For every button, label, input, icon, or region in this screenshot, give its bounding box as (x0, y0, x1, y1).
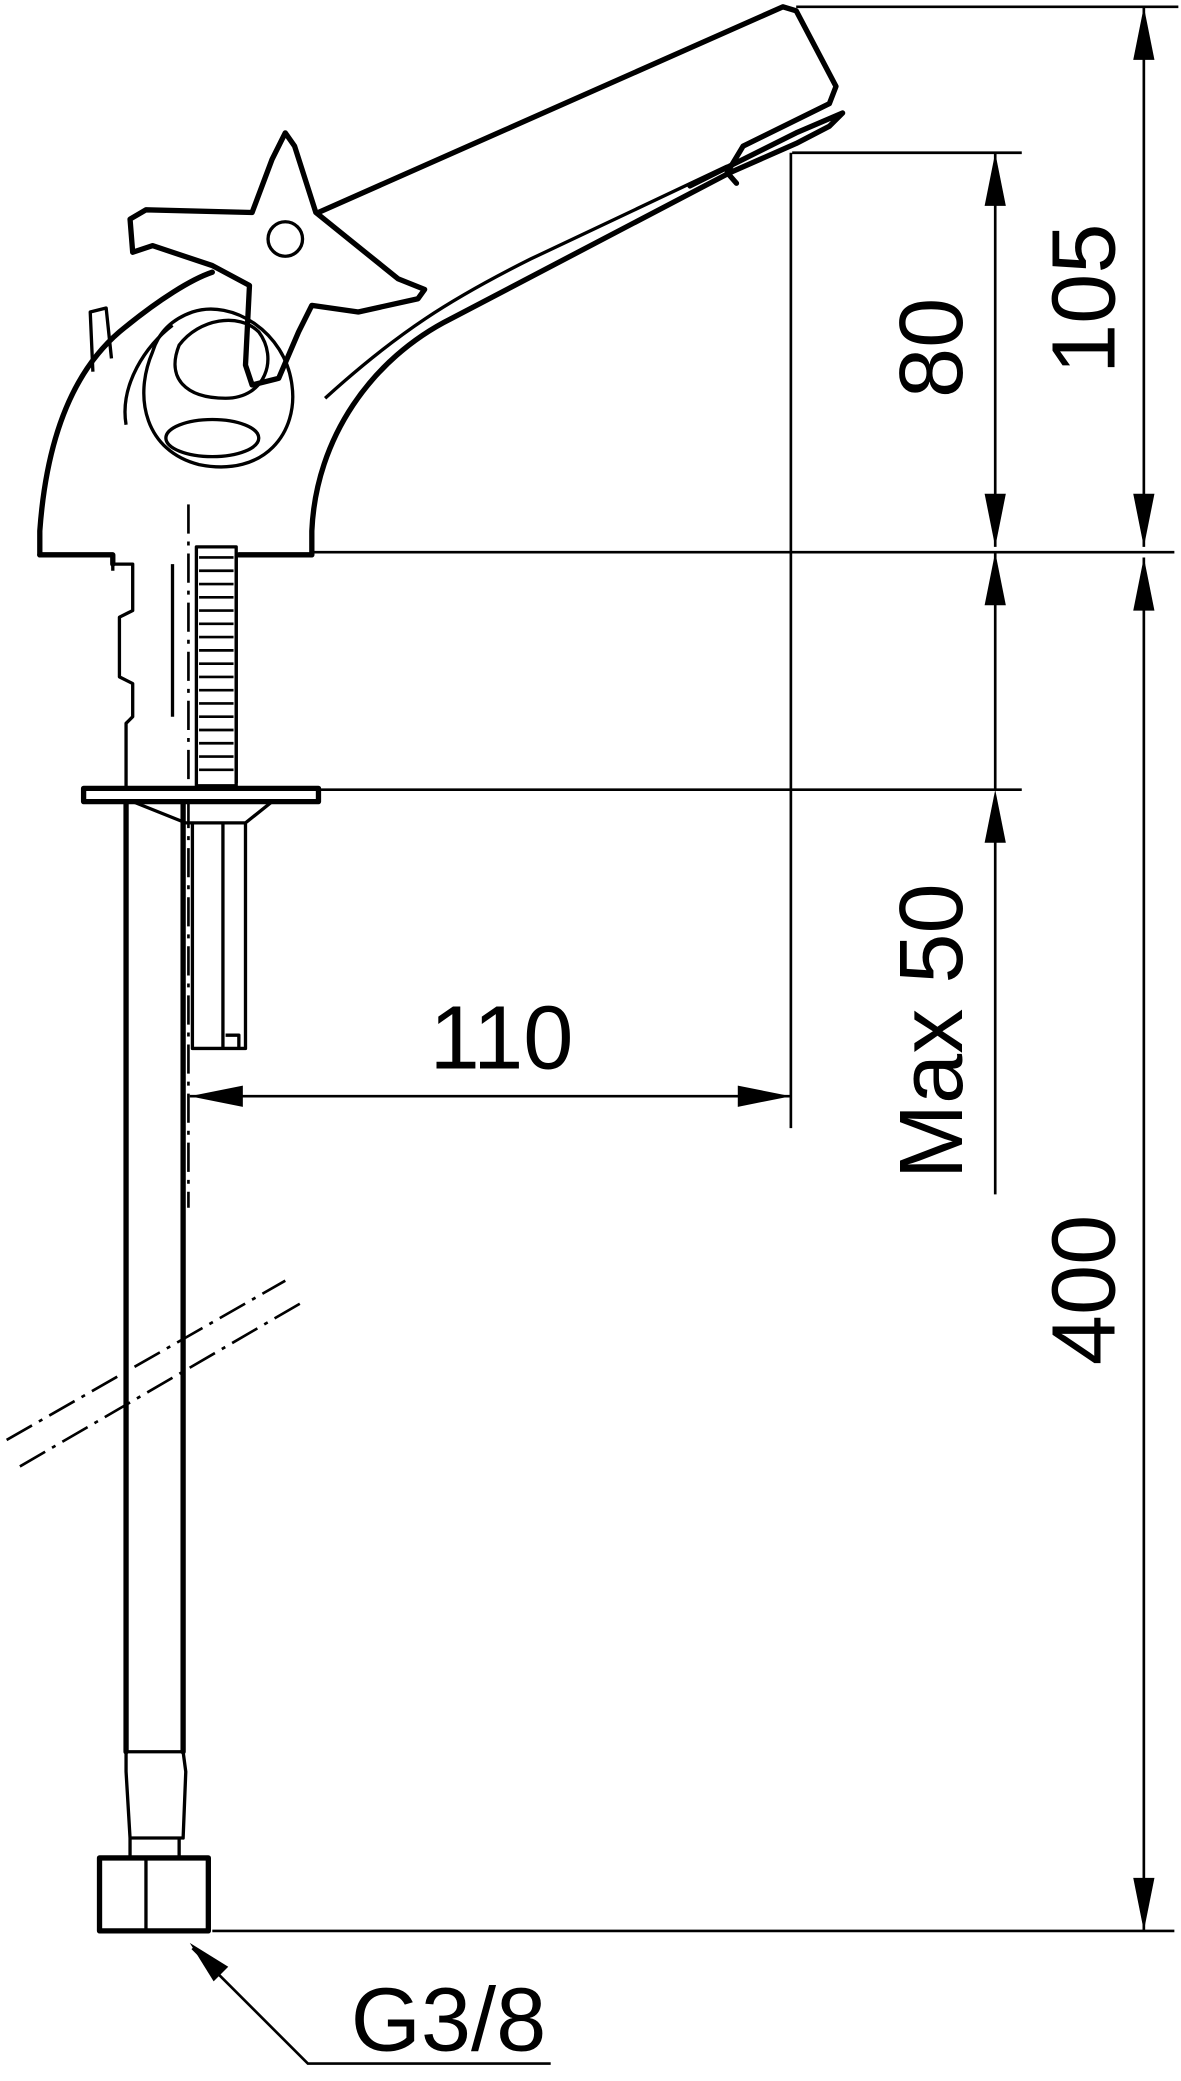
supply-hose (5, 504, 306, 1934)
thread-callout: G3/8 (189, 1942, 551, 2070)
dimension-80: 80 (881, 152, 1006, 547)
thread-callout-label: G3/8 (351, 1969, 547, 2070)
extension-lines (212, 5, 1179, 1933)
dimension-105-label: 105 (1034, 223, 1135, 374)
faucet-body (37, 4, 846, 784)
dimension-max-50: Max 50 (881, 552, 1006, 1179)
mounting-shank (80, 545, 322, 1051)
dimension-max-50-label: Max 50 (881, 883, 982, 1179)
dimension-400-label: 400 (1034, 1215, 1135, 1366)
dimension-400: 400 (1034, 557, 1155, 1931)
dimension-110: 110 (189, 987, 791, 1107)
dimension-110-label: 110 (430, 987, 574, 1088)
dimension-105: 105 (1034, 6, 1155, 547)
dimension-80-label: 80 (881, 298, 982, 398)
